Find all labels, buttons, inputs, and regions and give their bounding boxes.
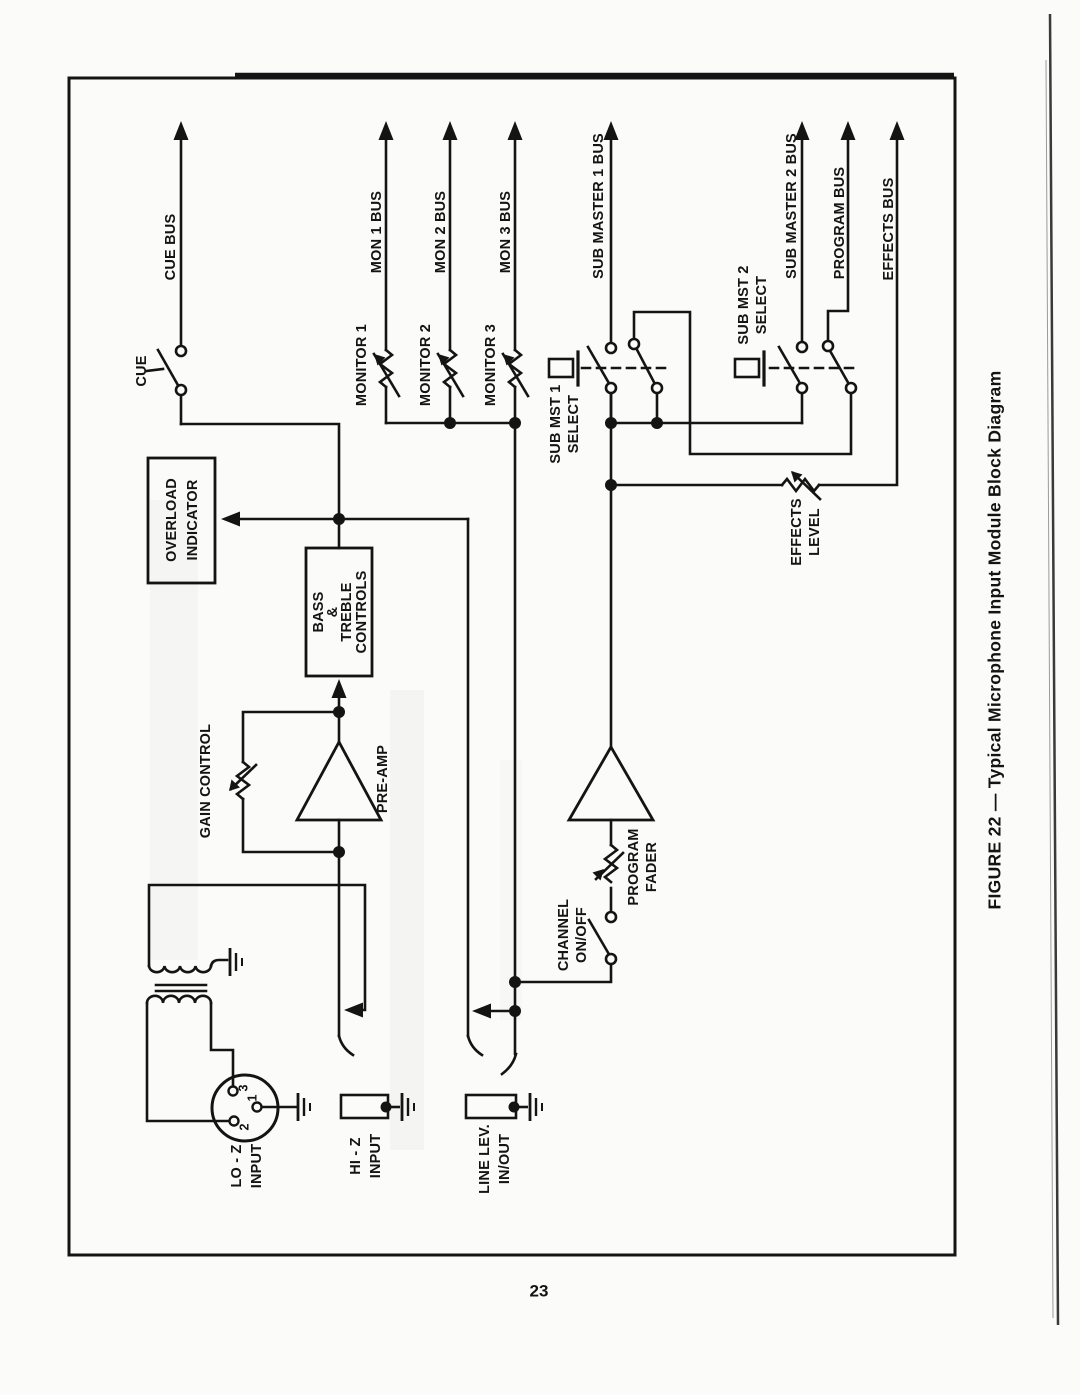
jack-normal-contact (337, 1034, 355, 1057)
monitor2-pot-wiper-arrow-icon (438, 354, 450, 366)
sub1-bus-arrow-icon (603, 121, 619, 140)
channel-switch-label-1: CHANNEL (556, 899, 572, 971)
scan-edge-line (1045, 13, 1060, 1326)
program-chain (587, 391, 625, 958)
junction-dots (333, 417, 663, 1113)
cue-switch-label: CUE (134, 355, 150, 386)
program-bus-arrow-icon (840, 121, 856, 140)
arrowheads (173, 121, 905, 1019)
sub-master2-bus-label: SUB MASTER 2 BUS (784, 133, 800, 279)
program-bus-label: PROGRAM BUS (832, 167, 848, 280)
line-level-label-2: IN/OUT (497, 1134, 513, 1184)
fader-pot-wiper-arrow-icon (592, 869, 604, 881)
sub-mst1-button (547, 357, 575, 379)
effects-bus-arrow-icon (889, 121, 905, 140)
tone-label-2: & (325, 606, 341, 617)
transformer-secondary-coil (147, 964, 213, 974)
xlr-pin1-label: 1 (245, 1094, 259, 1101)
monitor2-pot-zigzag (441, 348, 459, 389)
mon1-bus-arrow-icon (378, 121, 394, 140)
grounds (228, 948, 543, 1121)
mon2-bus-arrow-icon (442, 121, 458, 140)
xlr-ground-icon (296, 1093, 311, 1121)
loz-input-label-2: INPUT (249, 1144, 265, 1189)
transformer (145, 958, 235, 1123)
tone-input-arrow-icon (331, 679, 347, 698)
gain-pot-zigzag (234, 760, 252, 801)
switch-contacts (174, 337, 858, 966)
overload-feed-arrow-icon (221, 511, 240, 527)
tone-label-4: CONTROLS (354, 570, 370, 653)
transformer-ground-icon (228, 948, 243, 976)
preamp-label: PRE-AMP (375, 745, 391, 813)
sub-mst2-select-label-2: SELECT (754, 276, 770, 334)
effects-level-label-2: LEVEL (807, 508, 823, 556)
channel-switch-label-2: ON/OFF (574, 907, 590, 963)
line-insert (466, 421, 613, 1076)
effects-bus-label: EFFECTS BUS (881, 177, 897, 280)
effects-level-label-1: EFFECTS (789, 498, 805, 566)
overload-indicator-box (146, 456, 217, 585)
loz-into-jack-arrow-icon (344, 1002, 363, 1018)
loz-input-label-1: LO - Z (229, 1144, 245, 1187)
gain-pot-wiper-arrow-icon (229, 779, 240, 791)
diagram-border (67, 72, 957, 1257)
xlr-connector (210, 1073, 280, 1143)
sub-mst2-button (733, 357, 761, 379)
monitor3-pot-wiper-arrow-icon (503, 354, 515, 366)
sub-mst1-select-label-1: SUB MST 1 (548, 384, 564, 463)
hiz-column (337, 850, 355, 1057)
loz-feed (147, 883, 367, 1012)
mon1-bus-label: MON 1 BUS (369, 191, 385, 273)
tone-label-1: BASS (311, 591, 327, 632)
monitor1-pot-zigzag (377, 348, 395, 389)
cue-branch (144, 136, 341, 521)
mon2-bus-label: MON 2 BUS (433, 191, 449, 273)
hiz-ground-icon (391, 1093, 415, 1121)
effects-send (609, 136, 899, 501)
line-jack-body (464, 1093, 518, 1120)
preamp-triangle (294, 739, 384, 822)
xlr-pin3-label: 3 (236, 1084, 250, 1091)
tone-label-3: TREBLE (339, 582, 355, 641)
sub2-bus-arrow-icon (794, 121, 810, 140)
hiz-input-label-1: HI - Z (348, 1137, 364, 1174)
overload-label-1: OVERLOAD (164, 478, 180, 562)
figure-caption: FIGURE 22 — Typical Microphone Input Mod… (985, 371, 1005, 910)
overload-label-2: INDICATOR (185, 479, 201, 560)
program-fader-label-1: PROGRAM (626, 828, 642, 905)
sub-mst2-select-label-1: SUB MST 2 (736, 265, 752, 344)
mon3-bus-label: MON 3 BUS (498, 191, 514, 273)
monitor2-label: MONITOR 2 (418, 324, 434, 406)
transformer-primary-coil (145, 994, 213, 1005)
monitor1-pot-wiper-arrow-icon (374, 354, 386, 366)
submaster-section (576, 136, 860, 456)
cue-bus-label: CUE BUS (163, 214, 179, 281)
cue-bus-arrow-icon (173, 121, 189, 140)
mon3-bus-arrow-icon (507, 121, 523, 140)
wires (144, 136, 899, 1123)
preamp-loop (229, 710, 341, 854)
effects-pot-wiper-arrow-icon (791, 471, 803, 483)
sub-master1-bus-label: SUB MASTER 1 BUS (591, 133, 607, 279)
monitor3-pot-zigzag (506, 348, 524, 389)
xlr-pins (227, 1085, 263, 1127)
monitor-row (372, 136, 530, 425)
hiz-input-label-2: INPUT (368, 1134, 384, 1179)
line-level-label-1: LINE LEV. (477, 1124, 493, 1194)
page-number: 23 (530, 1281, 549, 1300)
gain-control-label: GAIN CONTROL (198, 724, 214, 838)
effects-pot-zigzag (780, 476, 821, 494)
sub-mst1-select-label-2: SELECT (566, 395, 582, 453)
program-amp-triangle (566, 744, 656, 822)
program-fader-label-2: FADER (644, 842, 660, 892)
monitor1-label: MONITOR 1 (354, 324, 370, 406)
insert-return-arrow-icon (472, 1003, 491, 1019)
monitor3-label: MONITOR 3 (483, 324, 499, 406)
xlr-pin2-label: 2 (237, 1123, 251, 1130)
bass-treble-box (304, 546, 374, 678)
line-ground-icon (519, 1093, 543, 1121)
